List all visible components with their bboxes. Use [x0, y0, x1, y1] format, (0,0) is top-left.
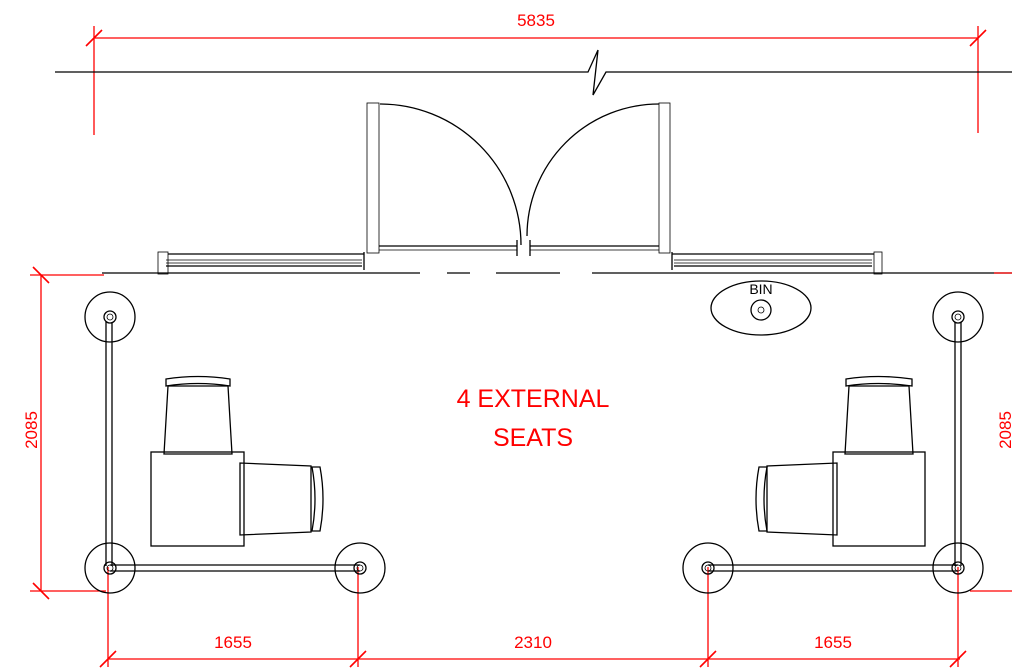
right-span-label: 1655 [814, 633, 852, 652]
table [150, 451, 245, 547]
left-depth-dimension: 2085 [22, 266, 106, 600]
chair [844, 375, 914, 455]
seating-note-line2: SEATS [493, 424, 573, 452]
seating-note: 4 EXTERNAL SEATS [457, 385, 610, 452]
chair [239, 462, 324, 536]
right-depth-dimension: 2085 [970, 272, 1012, 592]
overall-width-dimension: 5835 [85, 11, 987, 135]
litter-bin: BIN [710, 280, 812, 336]
right-depth-label: 2085 [996, 411, 1012, 449]
building-wall [55, 49, 1012, 96]
bin-label: BIN [749, 281, 772, 297]
barrier-post-bottom-mid-left [334, 542, 386, 594]
barrier-post-top-right [932, 291, 984, 343]
left-span-label: 1655 [214, 633, 252, 652]
middle-span-label: 2310 [514, 633, 552, 652]
chair [755, 462, 838, 536]
seating-note-line1: 4 EXTERNAL [457, 385, 610, 413]
left-table-set [150, 375, 324, 547]
chair [163, 375, 233, 455]
barrier-post-top-left [84, 291, 136, 343]
right-table-set [755, 375, 926, 547]
barrier-rails [105, 322, 962, 572]
overall-width-label: 5835 [517, 11, 555, 30]
table [832, 451, 926, 547]
barrier-post-bottom-left [84, 542, 136, 594]
bottom-span-dimensions: 1655 2310 1655 [99, 567, 967, 668]
shopfront-glazing [102, 102, 1012, 275]
barrier-post-bottom-right [932, 542, 984, 594]
left-depth-label: 2085 [22, 411, 41, 449]
barrier-post-bottom-mid-right [682, 542, 734, 594]
